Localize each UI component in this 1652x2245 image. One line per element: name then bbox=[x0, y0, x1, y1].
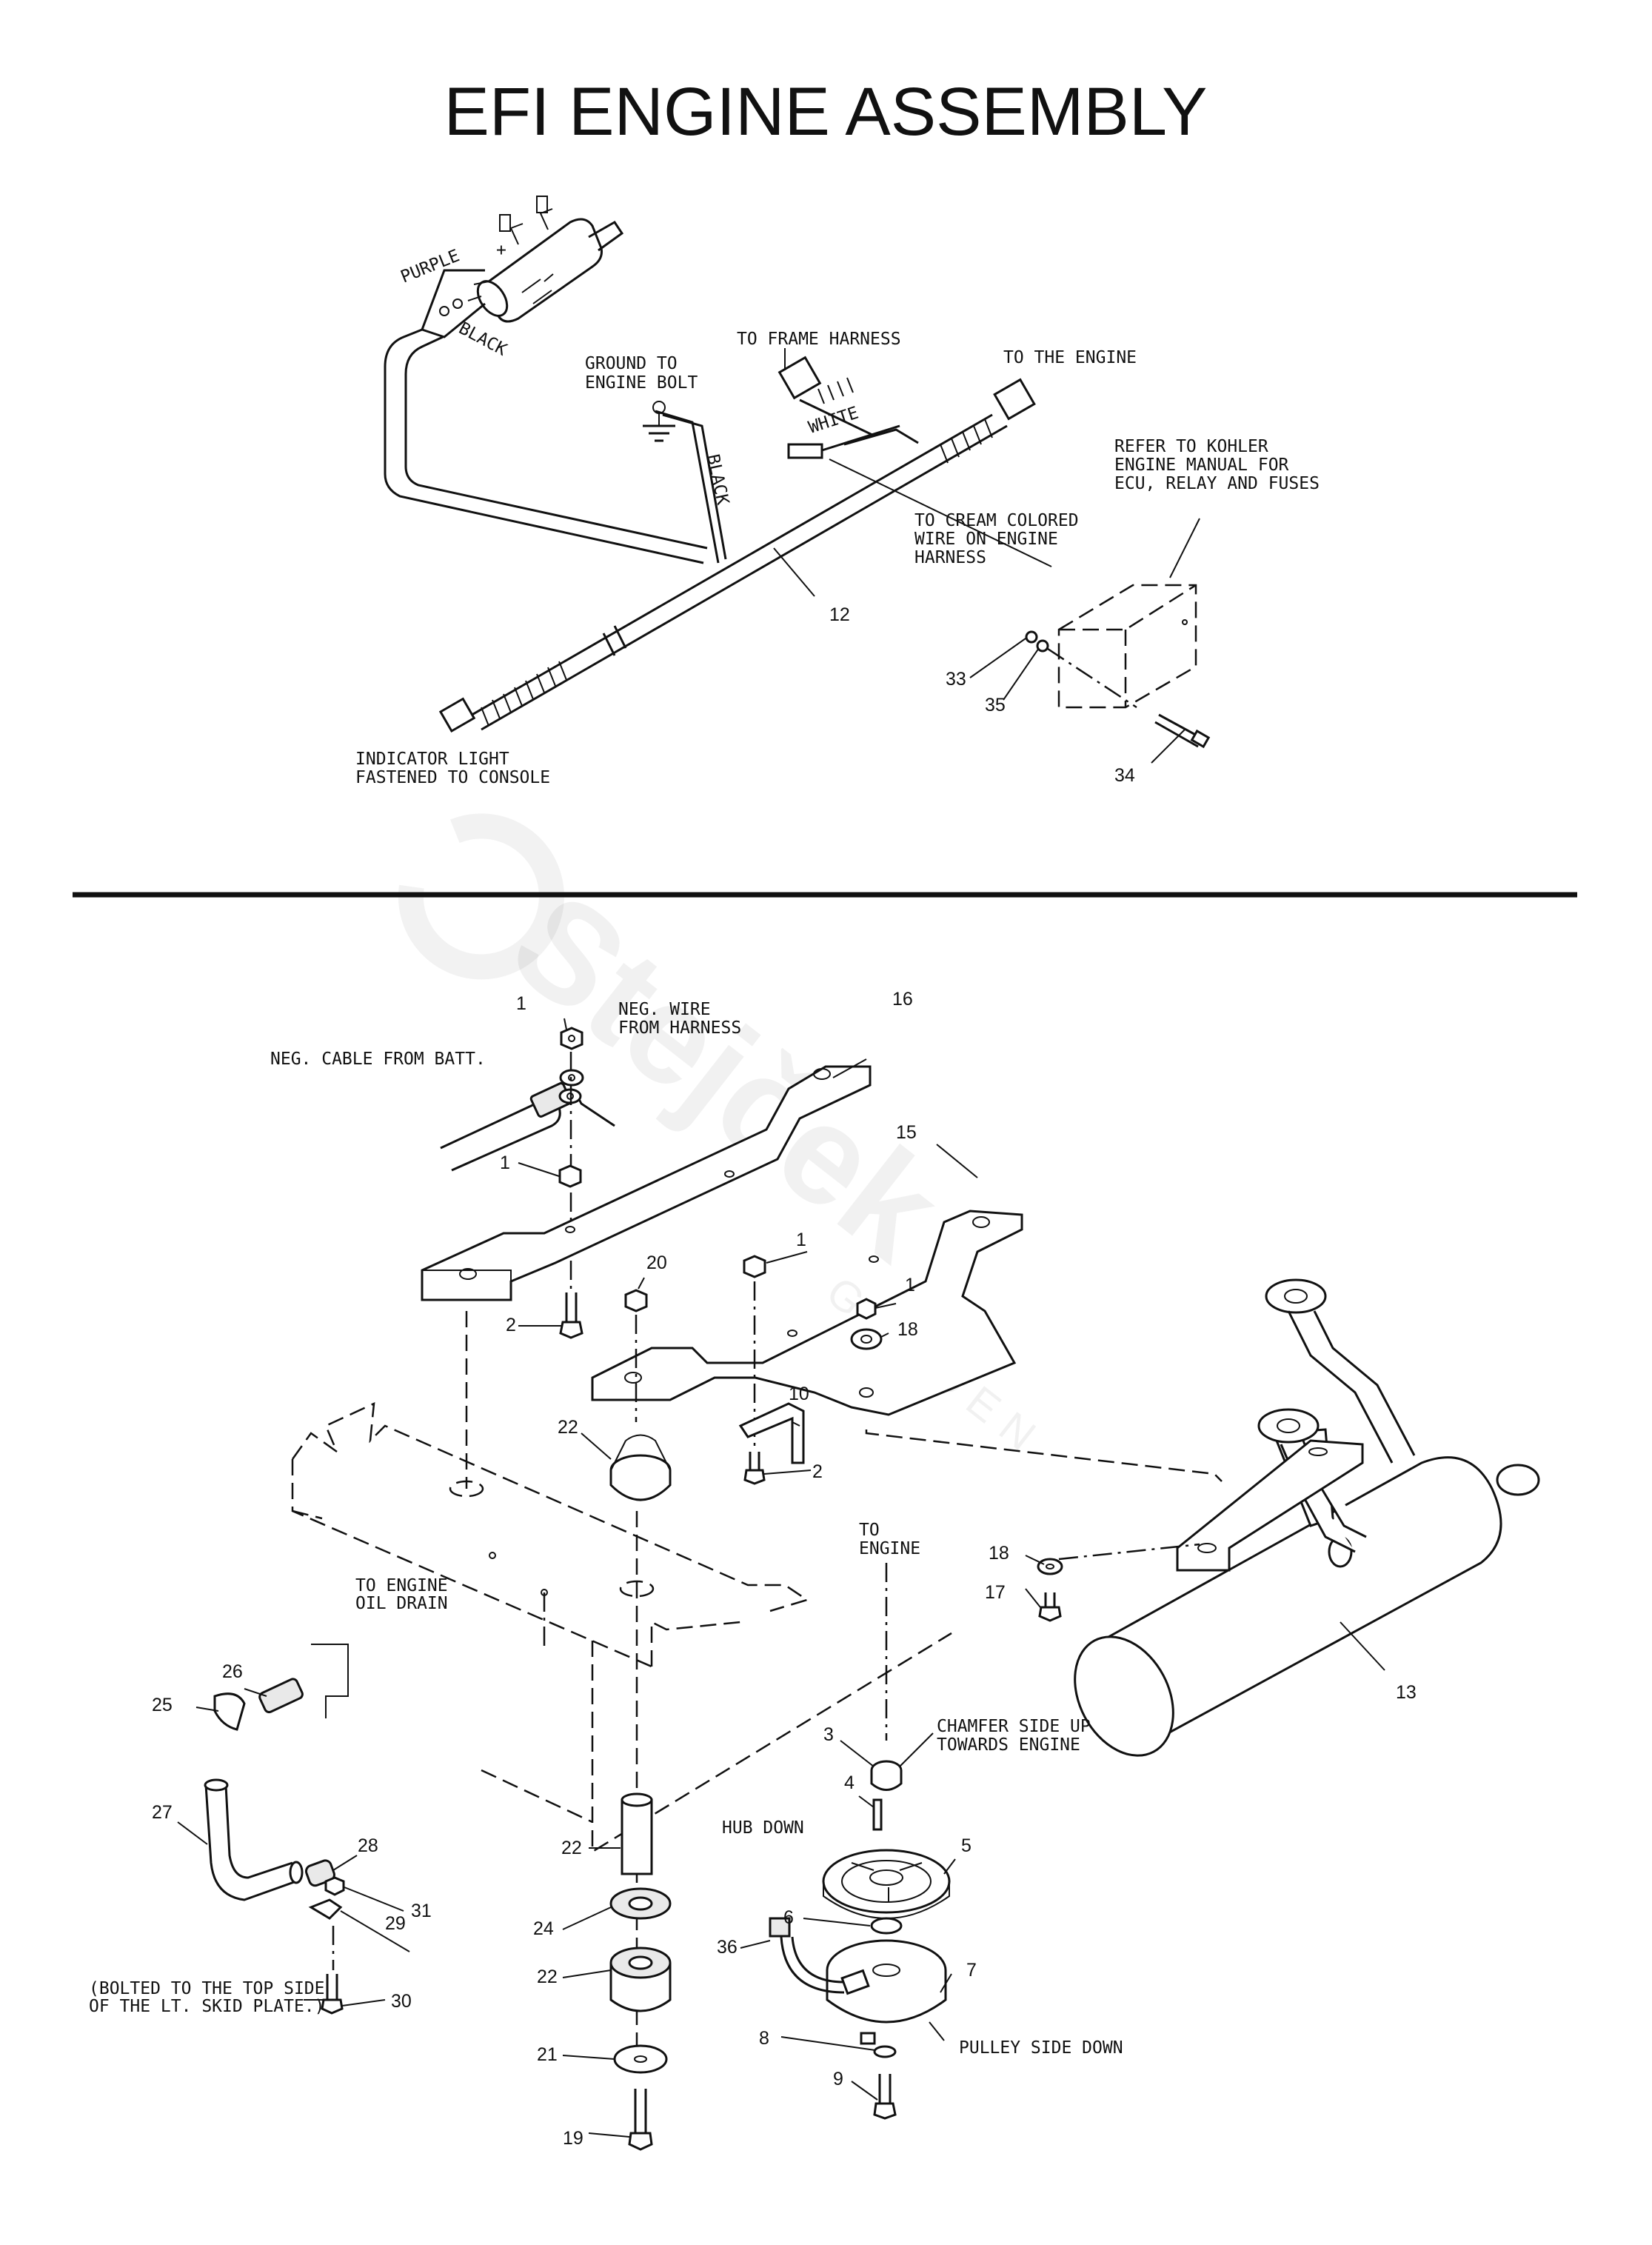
callout-22: 22 bbox=[561, 1838, 582, 1858]
callout-1: 1 bbox=[516, 993, 526, 1014]
label-cream-3: HARNESS bbox=[914, 548, 986, 567]
label-indicator-1: INDICATOR LIGHT bbox=[355, 750, 509, 769]
fuel-pump bbox=[476, 196, 624, 323]
label-kohler-3: ECU, RELAY AND FUSES bbox=[1114, 474, 1320, 493]
label-bolted-1: (BOLTED TO THE TOP SIDE bbox=[89, 1979, 325, 1998]
label-indicator-2: FASTENED TO CONSOLE bbox=[355, 768, 550, 787]
callout-10: 10 bbox=[789, 1384, 809, 1404]
callout-8: 8 bbox=[759, 2028, 769, 2049]
bracket-15 bbox=[591, 1210, 1023, 1416]
callout-1: 1 bbox=[500, 1152, 510, 1173]
callout-24: 24 bbox=[533, 1918, 554, 1939]
callout-30: 30 bbox=[391, 1991, 412, 2012]
callout-27: 27 bbox=[152, 1802, 173, 1823]
page-title: EFI ENGINE ASSEMBLY bbox=[444, 74, 1207, 150]
callout-15: 15 bbox=[896, 1122, 917, 1143]
callout-13: 13 bbox=[1396, 1682, 1417, 1703]
label-cream-2: WIRE ON ENGINE bbox=[914, 530, 1058, 549]
lower-section: NEG. CABLE FROM BATT. NEG. WIRE FROM HAR… bbox=[89, 989, 1540, 2151]
label-oil-drain-1: TO ENGINE bbox=[355, 1576, 448, 1595]
bracket-16 bbox=[421, 1065, 872, 1301]
callout-3: 3 bbox=[823, 1724, 834, 1745]
label-pulley-side-down: PULLEY SIDE DOWN bbox=[959, 2038, 1123, 2058]
callout-4: 4 bbox=[844, 1772, 855, 1793]
callout-28: 28 bbox=[358, 1835, 378, 1856]
label-neg-wire-1: NEG. WIRE bbox=[618, 1000, 711, 1019]
callout-33: 33 bbox=[946, 669, 966, 690]
callout-18: 18 bbox=[989, 1543, 1009, 1564]
label-oil-drain-2: OIL DRAIN bbox=[355, 1594, 448, 1613]
label-black-fuel: BLACK bbox=[455, 318, 509, 360]
callout-18: 18 bbox=[897, 1319, 918, 1340]
callout-7: 7 bbox=[966, 1960, 977, 1981]
muffler-13 bbox=[1074, 1278, 1540, 1757]
label-hub-down: HUB DOWN bbox=[722, 1818, 804, 1838]
callout-35: 35 bbox=[985, 695, 1006, 715]
callout-1: 1 bbox=[905, 1275, 915, 1295]
cream-leader bbox=[829, 458, 1052, 567]
callout-22: 22 bbox=[537, 1967, 558, 1987]
callout-5: 5 bbox=[961, 1835, 972, 1856]
callout-16: 16 bbox=[892, 989, 913, 1010]
callout-34: 34 bbox=[1114, 765, 1135, 786]
callout-12: 12 bbox=[829, 604, 850, 625]
label-kohler-2: ENGINE MANUAL FOR bbox=[1114, 456, 1289, 475]
label-frame-harness: TO FRAME HARNESS bbox=[737, 330, 901, 349]
label-white: WHITE bbox=[806, 404, 861, 438]
callout-1: 1 bbox=[796, 1230, 806, 1250]
callout-31: 31 bbox=[411, 1901, 432, 1921]
label-chamfer-1: CHAMFER SIDE UP bbox=[937, 1717, 1091, 1736]
watermark-brand: Stejček bbox=[484, 863, 969, 1290]
label-ground-2: ENGINE BOLT bbox=[585, 373, 698, 393]
callout-17: 17 bbox=[985, 1582, 1006, 1603]
label-to-engine-1: TO bbox=[859, 1521, 880, 1540]
harness-trunk-left bbox=[384, 328, 704, 564]
upper-harness-section: PURPLE + BLACK GROUND TO ENGINE BOLT BLA… bbox=[355, 196, 1320, 787]
label-plus: + bbox=[496, 241, 506, 260]
ecu-box bbox=[1057, 518, 1200, 709]
callout-9: 9 bbox=[833, 2069, 843, 2089]
callout-6: 6 bbox=[783, 1907, 794, 1928]
label-neg-wire-2: FROM HARNESS bbox=[618, 1018, 741, 1038]
label-bolted-2: OF THE LT. SKID PLATE.) bbox=[89, 1997, 325, 2016]
label-ground-1: GROUND TO bbox=[585, 354, 678, 373]
callout-19: 19 bbox=[563, 2128, 583, 2149]
label-to-engine-2: ENGINE bbox=[859, 1539, 920, 1558]
label-cream-1: TO CREAM COLORED bbox=[914, 511, 1079, 530]
label-to-the-engine: TO THE ENGINE bbox=[1003, 348, 1137, 367]
callout-26: 26 bbox=[222, 1661, 243, 1682]
callout-2: 2 bbox=[812, 1461, 823, 1482]
label-neg-cable: NEG. CABLE FROM BATT. bbox=[270, 1050, 486, 1069]
callout-21: 21 bbox=[537, 2044, 558, 2065]
callout-20: 20 bbox=[646, 1252, 667, 1273]
frame-outline bbox=[291, 1401, 952, 1854]
label-purple: PURPLE bbox=[398, 246, 463, 287]
callout-22: 22 bbox=[558, 1417, 578, 1438]
callout-36: 36 bbox=[717, 1937, 738, 1958]
label-chamfer-2: TOWARDS ENGINE bbox=[937, 1735, 1080, 1755]
callout-25: 25 bbox=[152, 1695, 173, 1715]
harness-main bbox=[458, 413, 993, 724]
label-kohler-1: REFER TO KOHLER bbox=[1114, 437, 1268, 456]
callout-29: 29 bbox=[385, 1913, 406, 1934]
callout-2: 2 bbox=[506, 1315, 516, 1335]
